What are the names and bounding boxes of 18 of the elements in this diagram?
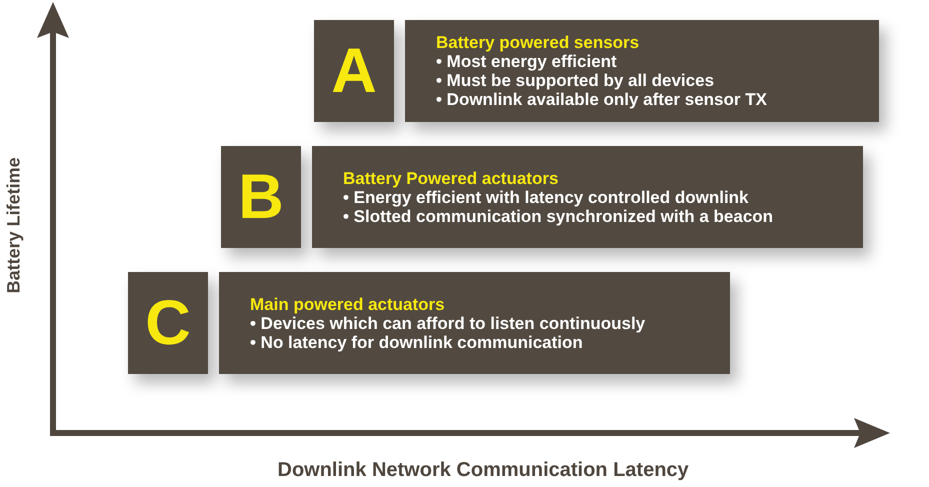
bullet-text: • Downlink available only after sensor TX (436, 90, 767, 109)
bullet-text: • Must be supported by all devices (436, 71, 714, 90)
bullet-text: • Energy efficient with latency controlled downlink (343, 188, 749, 206)
bullet-text: • No latency for downlink communication (250, 332, 583, 352)
class-letter-tile: B (221, 146, 301, 248)
class-letter-tile: A (314, 20, 394, 122)
description-panel (405, 20, 879, 122)
description-panel (312, 146, 863, 248)
panel-heading: Battery powered sensors (436, 33, 640, 52)
y-axis-title: Battery Lifetime (4, 156, 24, 293)
class-letter-tile: C (128, 272, 208, 374)
panel-heading: Battery Powered actuators (343, 168, 558, 188)
description-panel (219, 272, 730, 374)
bullet-text: • Most energy efficient (436, 52, 617, 71)
x-axis-title: Downlink Network Communication Latency (278, 458, 689, 482)
bullet-text: • Slotted communication synchronized with a beacon (343, 206, 774, 226)
panel-heading: Main powered actuators (250, 294, 445, 314)
bullet-text: • Devices which can afford to listen continuously (250, 314, 646, 332)
